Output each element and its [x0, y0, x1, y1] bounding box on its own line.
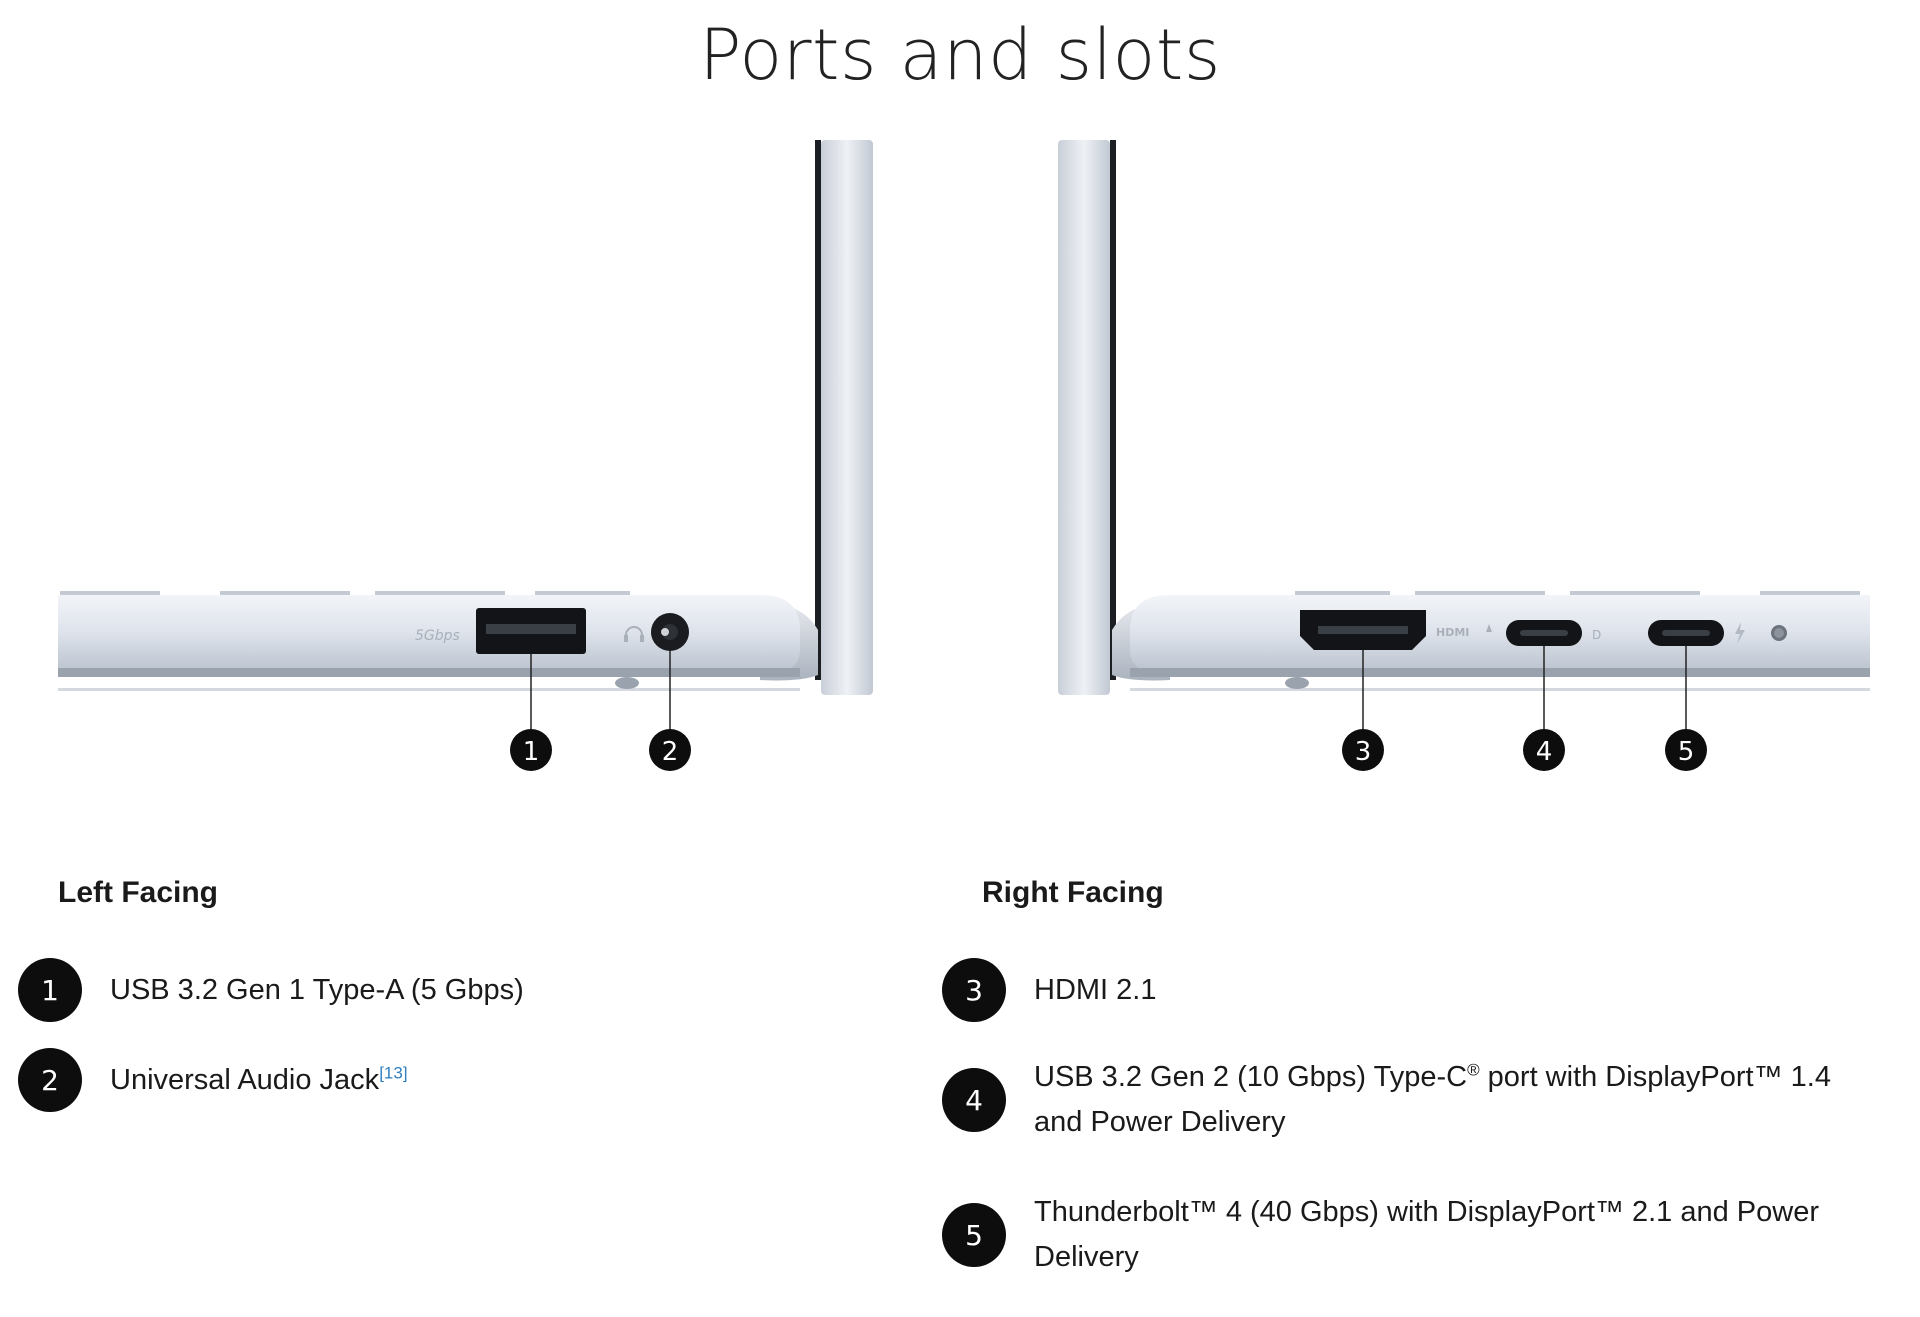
port-description-line-2: Delivery: [1034, 1241, 1139, 1273]
port-description: Universal Audio Jack: [110, 1063, 380, 1096]
footnote-link[interactable]: [13]: [379, 1062, 408, 1082]
right-lid-bezel: [1110, 140, 1116, 680]
port-description-part: USB 3.2 Gen 2 (10 Gbps) Type-C: [1034, 1061, 1468, 1093]
svg-text:1: 1: [523, 737, 540, 767]
callout-4: 4: [1523, 729, 1565, 771]
right-port-item-5: 5 Thunderbolt™ 4 (40 Gbps) with DisplayP…: [942, 1190, 1819, 1280]
hdmi-etch: HDMI: [1436, 626, 1469, 639]
port-number-badge: 1: [18, 958, 82, 1022]
left-lid: [821, 140, 873, 695]
port-description-line-2: and Power Delivery: [1034, 1106, 1286, 1138]
port-description: HDMI 2.1: [1034, 973, 1157, 1006]
port-description-wrap: USB 3.2 Gen 2 (10 Gbps) Type-C® port wit…: [1034, 1055, 1831, 1145]
port-description: USB 3.2 Gen 1 Type-A (5 Gbps): [110, 973, 524, 1006]
page-title: Ports and slots: [699, 14, 1221, 96]
headphone-etch-icon: [624, 626, 644, 642]
port-description-line-1: Thunderbolt™ 4 (40 Gbps) with DisplayPor…: [1034, 1196, 1819, 1228]
laptop-ports-illustration: 5Gbps HDMI: [58, 140, 1870, 771]
port-description-part: port with DisplayPort™ 1.4: [1479, 1061, 1831, 1093]
left-side-laptop: 5Gbps: [58, 140, 873, 730]
right-port-item-3: 3 HDMI 2.1: [942, 958, 1156, 1022]
port-number-badge: 3: [942, 958, 1006, 1022]
left-port-item-2: 2 Universal Audio Jack[13]: [18, 1048, 408, 1112]
right-side-laptop: HDMI D: [1058, 140, 1870, 730]
port-description-wrap: Thunderbolt™ 4 (40 Gbps) with DisplayPor…: [1034, 1190, 1819, 1280]
right-facing-heading: Right Facing: [982, 876, 1164, 909]
power-etch-icon: [1486, 624, 1492, 632]
right-lid: [1058, 140, 1110, 695]
port-number-badge: 5: [942, 1203, 1006, 1267]
port-description-wrap: Universal Audio Jack[13]: [110, 1058, 408, 1103]
right-port-item-4: 4 USB 3.2 Gen 2 (10 Gbps) Type-C® port w…: [942, 1055, 1831, 1145]
displayport-etch-icon: D: [1592, 628, 1601, 642]
callout-1: 1: [510, 729, 552, 771]
svg-text:2: 2: [662, 737, 679, 767]
thunderbolt-etch-icon: [1735, 622, 1745, 644]
callout-2: 2: [649, 729, 691, 771]
left-base: [58, 595, 800, 675]
left-lid-bezel: [815, 140, 821, 680]
port-number-badge: 2: [18, 1048, 82, 1112]
callout-3: 3: [1342, 729, 1384, 771]
registered-mark: ®: [1467, 1060, 1480, 1080]
svg-text:4: 4: [1536, 737, 1553, 767]
port-number-badge: 4: [942, 1068, 1006, 1132]
left-port-item-1: 1 USB 3.2 Gen 1 Type-A (5 Gbps): [18, 958, 524, 1022]
svg-text:3: 3: [1355, 737, 1372, 767]
left-facing-heading: Left Facing: [58, 876, 219, 909]
port-description-line-1: USB 3.2 Gen 2 (10 Gbps) Type-C® port wit…: [1034, 1055, 1831, 1100]
svg-text:5: 5: [1678, 737, 1695, 767]
right-base: [1130, 595, 1870, 675]
callout-5: 5: [1665, 729, 1707, 771]
usb-speed-etch: 5Gbps: [415, 628, 460, 644]
